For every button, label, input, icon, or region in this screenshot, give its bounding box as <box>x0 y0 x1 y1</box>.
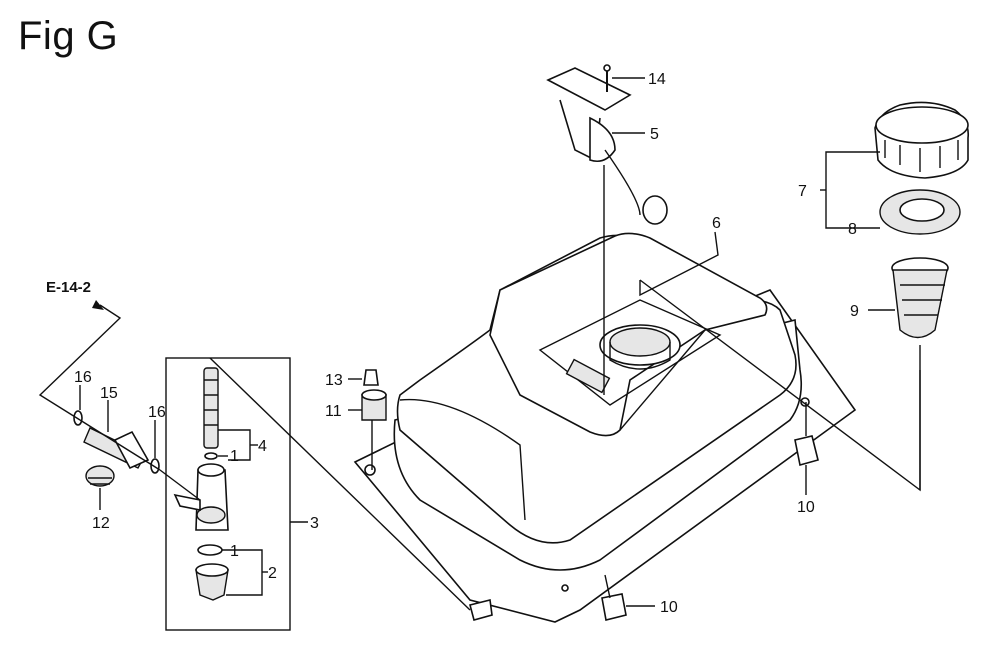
callout-11: 11 <box>325 403 342 420</box>
callout-13: 13 <box>325 372 343 389</box>
part-12 <box>85 465 115 487</box>
callout-16-right: 16 <box>148 404 166 421</box>
callout-14: 14 <box>648 71 666 88</box>
clip-10-right <box>794 402 819 495</box>
callout-9: 9 <box>850 303 859 320</box>
fuel-strainer <box>891 257 949 490</box>
fuel-cock-box <box>165 357 291 631</box>
callout-10-right: 10 <box>797 499 815 516</box>
callout-3: 3 <box>310 515 319 532</box>
callout-7: 7 <box>798 183 807 200</box>
bracket-7 <box>825 151 880 229</box>
fuel-cock-leader <box>209 357 471 611</box>
callout-1-lower: 1 <box>230 543 239 560</box>
tube-clip-right <box>150 458 160 474</box>
part-11-grommet <box>361 389 387 421</box>
callout-16-left: 16 <box>74 369 92 386</box>
callout-6: 6 <box>712 215 721 232</box>
fuel-cock <box>173 367 229 601</box>
cap-gasket <box>879 189 961 235</box>
callout-1-upper: 1 <box>230 448 239 465</box>
reference-label: E-14-2 <box>46 279 91 296</box>
callout-12: 12 <box>92 515 110 532</box>
leader-6 <box>639 231 719 297</box>
callout-2: 2 <box>268 565 277 582</box>
clip-10-bottom <box>601 574 655 621</box>
callout-8: 8 <box>848 221 857 238</box>
fuel-tube <box>83 427 150 470</box>
screw-14 <box>603 64 611 92</box>
callout-15: 15 <box>100 385 118 402</box>
part-13-cap <box>363 369 379 386</box>
fuel-gauge <box>546 67 668 395</box>
callout-4: 4 <box>258 438 267 455</box>
fuel-cap <box>874 101 970 179</box>
callout-10-bottom: 10 <box>660 599 678 616</box>
callout-5: 5 <box>650 126 659 143</box>
fuel-tank <box>353 232 857 623</box>
figure-title: Fig G <box>18 14 119 58</box>
